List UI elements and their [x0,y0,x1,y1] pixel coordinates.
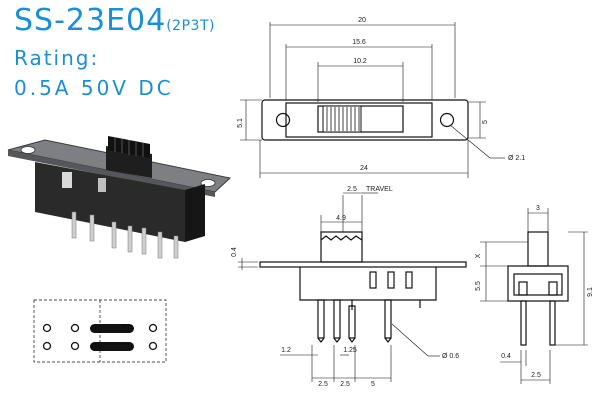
dim-top-height-right: 5 [482,120,489,124]
travel-label: TRAVEL [366,186,393,193]
rating-label: Rating: [14,46,100,70]
dim-top-height-left: 5.1 [237,118,244,128]
model-title: SS-23E04(2P3T) [14,3,215,38]
dim-pitch-2: 2.5 [340,381,350,388]
switch-photo [7,136,232,259]
dim-top-slot: 10.2 [353,58,367,65]
dim-pitch-1: 2.5 [318,381,328,388]
top-view-drawing [240,22,505,178]
dim-pin-gap: 1.25 [343,347,357,354]
dim-end-25: 2.5 [531,372,541,379]
side-view-drawing [238,192,467,382]
dim-top-length: 24 [360,165,368,172]
dim-pin-diameter: Ø 0.6 [442,353,459,360]
dim-pin-width: 1.2 [281,347,291,354]
dim-hole-diameter: Ø 2.1 [508,155,525,162]
dim-actuator: 4.9 [336,215,346,222]
dim-pitch-3: 5 [371,381,375,388]
dim-end-x: X [475,253,482,258]
dim-end-top: 3 [536,205,540,212]
dim-end-91: 9.1 [587,287,594,297]
dim-top-total: 20 [358,17,366,24]
dim-end-55: 5.5 [475,281,482,291]
dim-travel: 2.5 [347,186,357,193]
dim-plate-thickness: 0.4 [231,247,238,257]
model-config: (2P3T) [166,18,215,34]
end-view-drawing [480,208,588,384]
dim-end-04: 0.4 [501,353,511,360]
rating-value: 0.5A 50V DC [14,76,174,100]
dim-top-mid: 15.6 [352,39,366,46]
circuit-schematic [33,299,167,363]
title-block: SS-23E04(2P3T) Rating: 0.5A 50V DC [14,4,215,101]
